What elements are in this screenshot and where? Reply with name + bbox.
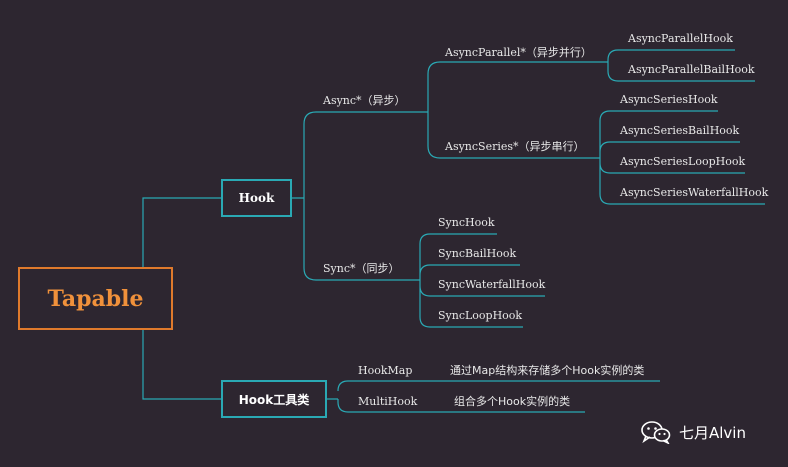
leaf-sync-loop-hook: SyncLoopHook (438, 309, 523, 322)
connector-async (427, 61, 608, 159)
leaf-async-series-waterfall-hook: AsyncSeriesWaterfallHook (620, 186, 769, 199)
node-hook-tools: Hook工具类 (221, 380, 327, 418)
node-sync: Sync*（同步） (323, 262, 400, 275)
tool-multihook-desc: 组合多个Hook实例的类 (454, 395, 571, 408)
leaf-async-parallel-hook: AsyncParallelHook (628, 32, 733, 45)
root-node-tapable: Tapable (18, 267, 173, 330)
tool-hookmap-desc: 通过Map结构来存储多个Hook实例的类 (450, 364, 645, 377)
node-hook: Hook (221, 179, 292, 217)
connector-root (142, 197, 221, 400)
tool-hookmap-name: HookMap (358, 364, 413, 377)
wechat-icon (641, 421, 671, 444)
connector-hook (292, 111, 428, 281)
connector-parallel (607, 49, 755, 82)
leaf-sync-waterfall-hook: SyncWaterfallHook (438, 278, 546, 291)
watermark: 七月Alvin (641, 420, 746, 444)
connector-series (599, 110, 765, 205)
node-async-series: AsyncSeries*（异步串行） (445, 140, 585, 153)
leaf-sync-bail-hook: SyncBailHook (438, 247, 517, 260)
connector-sync (419, 233, 545, 328)
leaf-async-series-hook: AsyncSeriesHook (620, 93, 718, 106)
node-async-parallel: AsyncParallel*（异步并行） (445, 46, 592, 59)
node-async: Async*（异步） (323, 94, 406, 107)
leaf-async-parallel-bail-hook: AsyncParallelBailHook (628, 63, 755, 76)
tool-multihook-name: MultiHook (358, 395, 418, 408)
watermark-text: 七月Alvin (679, 423, 746, 442)
connector-tools (327, 380, 660, 413)
leaf-async-series-bail-hook: AsyncSeriesBailHook (620, 124, 740, 137)
leaf-sync-hook: SyncHook (438, 216, 495, 229)
leaf-async-series-loop-hook: AsyncSeriesLoopHook (620, 155, 746, 168)
